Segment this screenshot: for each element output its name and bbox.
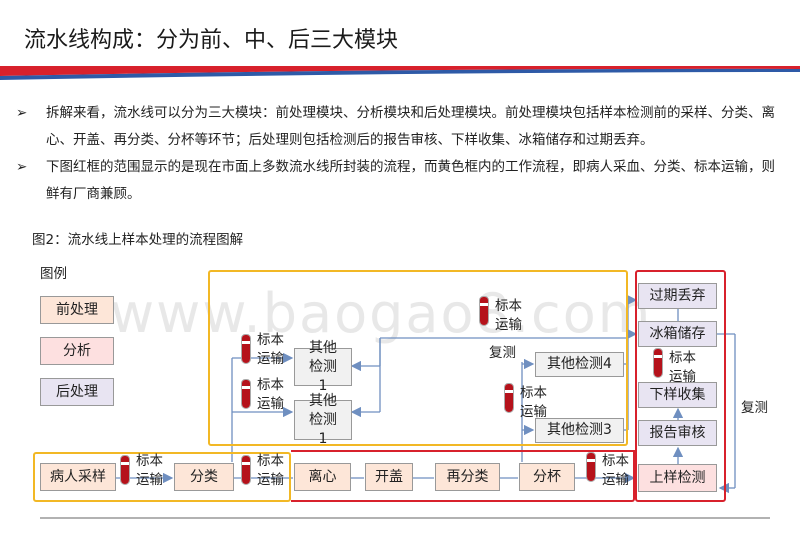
transport-label: 标本运输 — [257, 377, 284, 412]
node-reclassify: 再分类 — [435, 463, 500, 491]
sample-tube-icon — [241, 455, 251, 485]
bullet-text: 拆解来看，流水线可以分为三大模块：前处理模块、分析模块和后处理模块。前处理模块包… — [46, 105, 775, 148]
transport-label: 标本运输 — [257, 332, 284, 367]
red-frame-right — [635, 270, 726, 502]
node-other-test-3: 其他检测3 — [535, 418, 624, 443]
node-classify: 分类 — [174, 463, 234, 491]
transport-label: 标本运输 — [520, 385, 547, 420]
node-report-review: 报告审核 — [638, 420, 717, 446]
transport-label: 标本运输 — [495, 298, 522, 333]
transport-label: 标本运输 — [602, 453, 629, 488]
sample-tube-icon — [241, 379, 251, 409]
node-sample-collect: 下样收集 — [638, 382, 717, 408]
bullet-item: ➢ 下图红框的范围显示的是现在市面上多数流水线所封装的流程，而黄色框内的工作流程… — [16, 154, 786, 208]
node-fridge-storage: 冰箱储存 — [638, 321, 717, 347]
node-patient-sampling: 病人采样 — [40, 463, 116, 491]
legend-analysis: 分析 — [40, 337, 114, 365]
sample-tube-icon — [586, 452, 596, 482]
legend-title: 图例 — [40, 266, 67, 282]
retest-label-inner: 复测 — [489, 345, 516, 361]
retest-label-outer: 复测 — [741, 400, 768, 416]
node-other-test-1b: 其他检测1 — [294, 393, 352, 447]
sample-tube-icon — [479, 296, 489, 326]
red-frame-lower — [291, 450, 635, 502]
node-expired-discard: 过期丢弃 — [638, 283, 717, 309]
node-other-test-1b-label: 其他检测1 — [308, 392, 337, 447]
sample-tube-icon — [653, 348, 663, 378]
node-aliquot: 分杯 — [519, 463, 575, 491]
node-other-test-1a: 其他检测1 — [294, 340, 352, 394]
page-title: 流水线构成：分为前、中、后三大模块 — [24, 28, 399, 53]
yellow-frame-lower — [33, 452, 291, 502]
transport-label: 标本运输 — [669, 350, 696, 385]
sample-tube-icon — [241, 334, 251, 364]
sample-tube-icon — [120, 455, 130, 485]
bullet-list: ➢ 拆解来看，流水线可以分为三大模块：前处理模块、分析模块和后处理模块。前处理模… — [16, 100, 786, 208]
arrow-bullet-icon: ➢ — [16, 159, 28, 175]
transport-label: 标本运输 — [136, 453, 163, 488]
node-other-test-4: 其他检测4 — [535, 352, 624, 377]
legend-postprocess: 后处理 — [40, 378, 114, 406]
header-stripe — [0, 66, 800, 80]
bullet-text: 下图红框的范围显示的是现在市面上多数流水线所封装的流程，而黄色框内的工作流程，即… — [46, 159, 775, 202]
node-online-test: 上样检测 — [638, 464, 717, 492]
bullet-item: ➢ 拆解来看，流水线可以分为三大模块：前处理模块、分析模块和后处理模块。前处理模… — [16, 100, 786, 154]
yellow-frame-upper — [208, 270, 628, 446]
arrow-bullet-icon: ➢ — [16, 105, 28, 121]
legend-preprocess: 前处理 — [40, 296, 114, 324]
figure-caption: 图2：流水线上样本处理的流程图解 — [32, 232, 244, 248]
node-decap: 开盖 — [365, 463, 413, 491]
node-centrifuge: 离心 — [294, 463, 351, 491]
node-other-test-1a-label: 其他检测1 — [308, 339, 337, 394]
transport-label: 标本运输 — [257, 453, 284, 488]
watermark: www.baogao8.com — [110, 282, 653, 345]
sample-tube-icon — [504, 383, 514, 413]
